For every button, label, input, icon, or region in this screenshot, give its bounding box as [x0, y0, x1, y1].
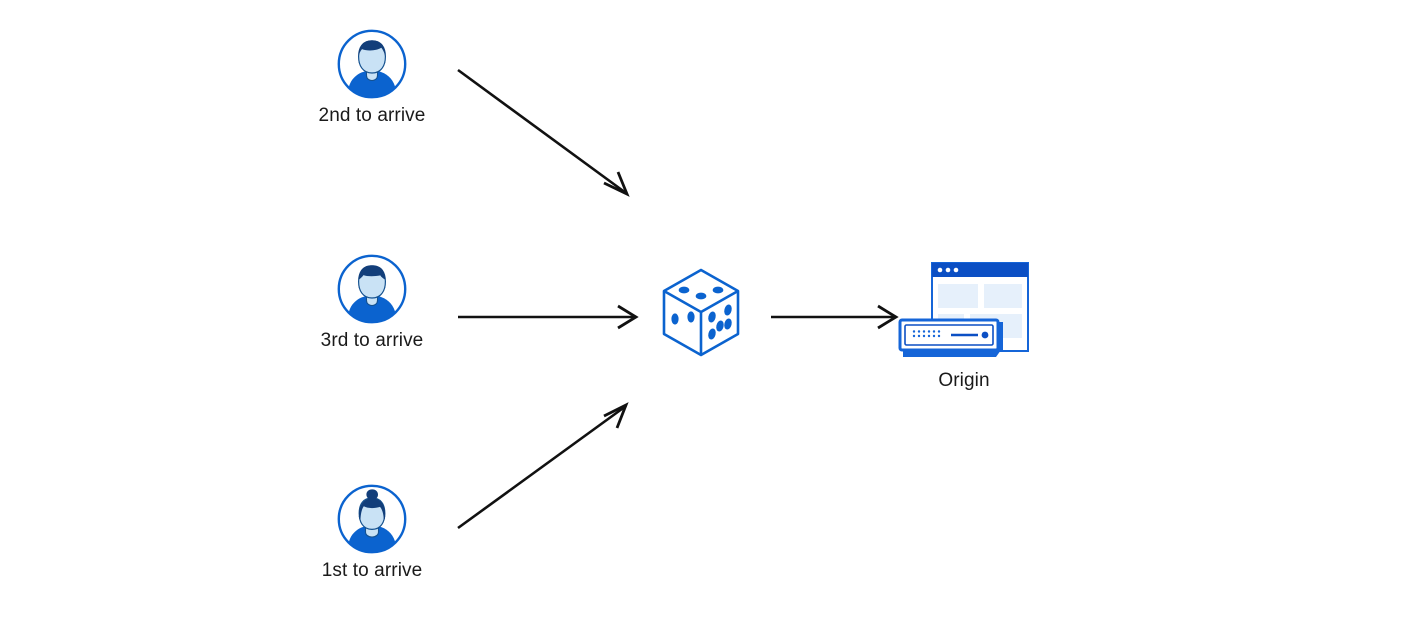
- node-client-1st[interactable]: 1st to arrive: [322, 482, 422, 581]
- node-label-client-3rd: 3rd to arrive: [320, 330, 424, 351]
- origin-server-icon: [898, 258, 1030, 358]
- node-label-client-1st: 1st to arrive: [321, 560, 423, 581]
- node-origin[interactable]: Origin: [898, 258, 1032, 391]
- node-label-client-2nd: 2nd to arrive: [318, 105, 426, 126]
- arrow-dice-to-origin-head: [877, 304, 899, 330]
- node-client-2nd[interactable]: 2nd to arrive: [319, 27, 425, 126]
- user-avatar-icon: [335, 27, 409, 101]
- user-avatar-icon: [335, 252, 409, 326]
- server-appliance-shape: [898, 318, 1003, 357]
- dice-cube-icon: [658, 266, 744, 360]
- arrow-3rd-to-dice-head: [617, 304, 639, 330]
- user-avatar-icon: [335, 482, 409, 556]
- node-client-3rd[interactable]: 3rd to arrive: [321, 252, 423, 351]
- arrow-2nd-to-dice-head: [603, 171, 630, 197]
- node-label-origin: Origin: [938, 370, 990, 391]
- node-randomizer[interactable]: [658, 266, 744, 360]
- arrow-1st-to-dice-line: [457, 404, 627, 530]
- arrow-2nd-to-dice-line: [457, 68, 627, 195]
- arrow-1st-to-dice-head: [603, 402, 629, 429]
